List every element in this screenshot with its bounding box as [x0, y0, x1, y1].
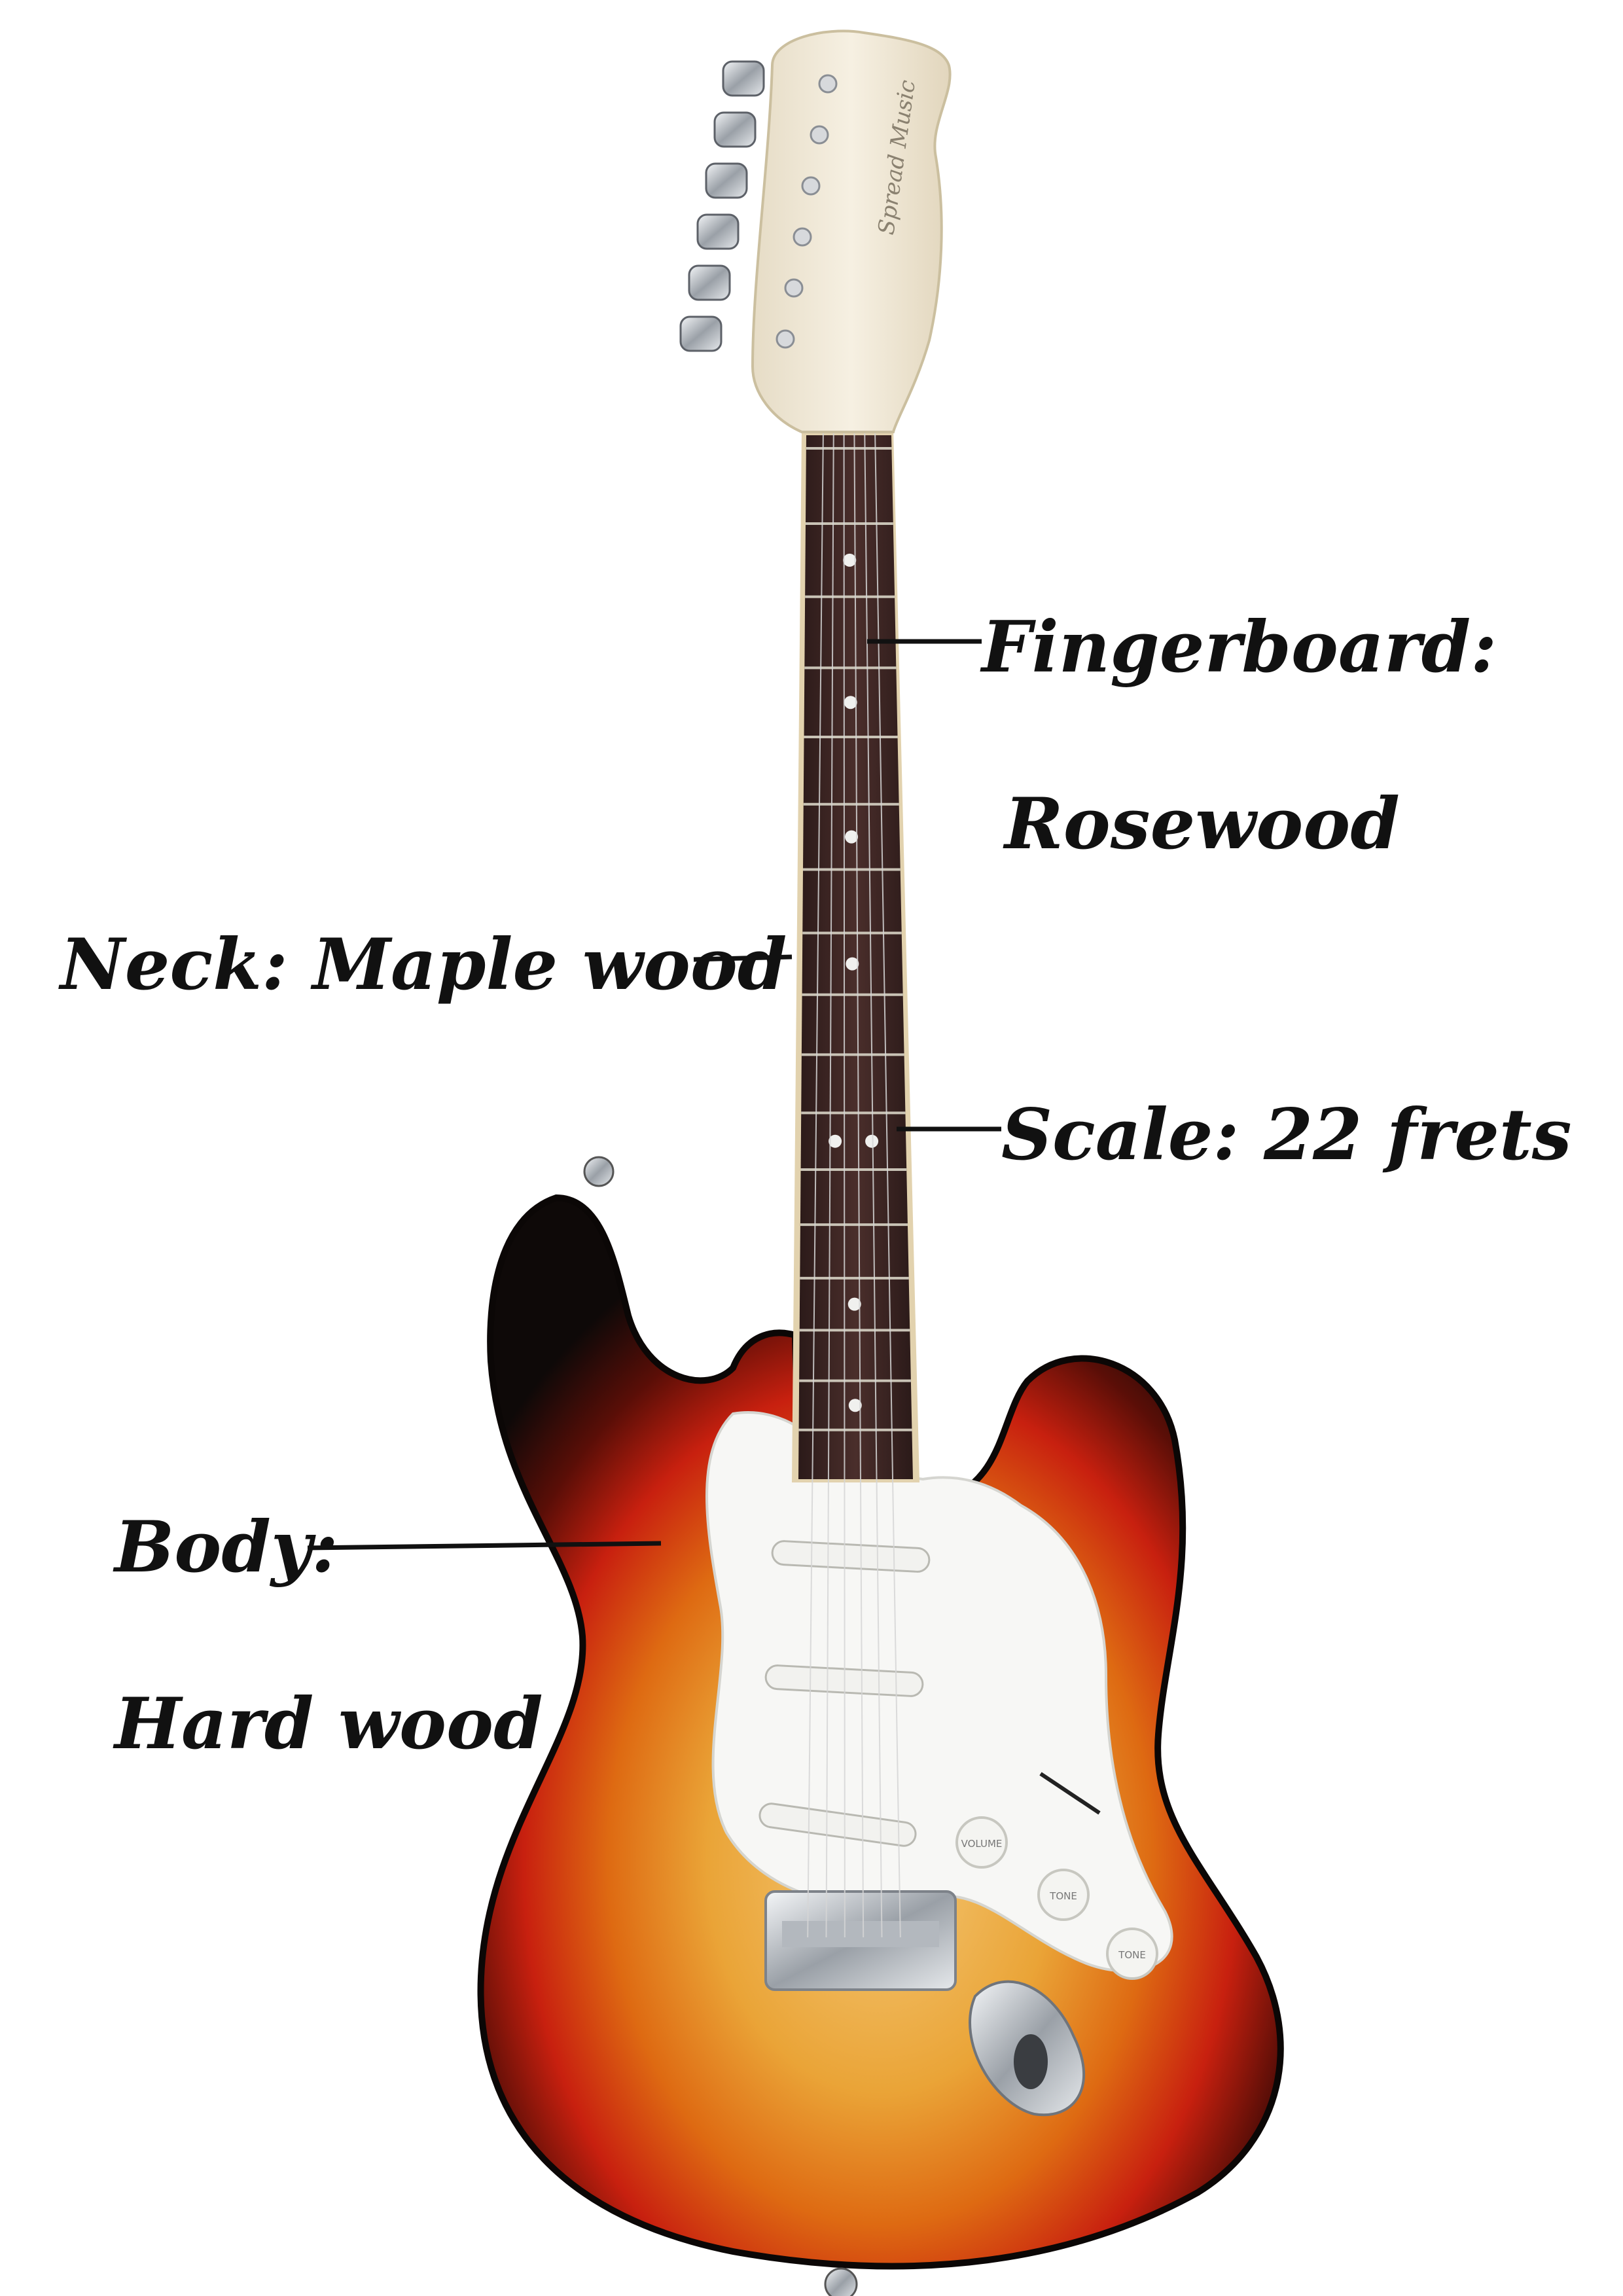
fret-inlay-dot [847, 1297, 861, 1311]
fret-inlay-dot [843, 553, 857, 567]
tuning-peg [713, 111, 757, 148]
fingerboard [798, 435, 913, 1479]
tuning-pegs [679, 60, 838, 352]
neck-label: Neck: Maple wood [60, 924, 787, 1006]
fret-inlay-dot [844, 696, 857, 709]
guitar-string [853, 431, 865, 1938]
guitar-string [807, 431, 824, 1938]
output-jack-plate [969, 1980, 1086, 2117]
fret-inlay-dot [865, 1134, 879, 1148]
guitar-string [843, 431, 846, 1938]
body-value: Hard wood [115, 1683, 543, 1765]
tone-knob-label: TONE [1049, 1890, 1077, 1902]
leader-lines [307, 639, 1001, 1551]
tuning-peg [688, 264, 731, 301]
tuning-peg [705, 162, 748, 199]
volume-knob-label: VOLUME [961, 1838, 1003, 1850]
tuner-bushing [810, 125, 829, 145]
scale-label: Scale: 22 frets [1001, 1094, 1572, 1176]
body-leader [307, 1541, 662, 1551]
tuner-bushing [784, 278, 804, 298]
headstock: Spread Music [679, 29, 952, 433]
guitar-string [825, 431, 834, 1938]
tuner-bushing [776, 329, 795, 349]
strap-buttons [583, 1156, 858, 2296]
guitar-string [864, 431, 883, 1938]
bridge [764, 1890, 957, 1991]
tuner-bushing [801, 176, 821, 196]
fingerboard-title: Fingerboard: [982, 606, 1497, 689]
fingerboard-value: Rosewood [1005, 783, 1400, 865]
tuning-peg [696, 213, 740, 250]
fret-inlay-dot [829, 1134, 842, 1148]
tuner-bushing [793, 227, 812, 247]
fret-inlay-dot [848, 1399, 862, 1412]
body-title: Body: [115, 1506, 338, 1588]
tone-knob-2-label: TONE [1118, 1949, 1146, 1961]
fret-inlay-dot [846, 957, 859, 971]
control-knobs: VOLUME TONE TONE [955, 1772, 1158, 1980]
tuning-peg [722, 60, 765, 97]
neck [792, 429, 919, 1938]
guitar-string [874, 431, 901, 1938]
tuning-peg [679, 315, 722, 352]
neck-leader [693, 954, 793, 962]
fret-inlay-dot [845, 830, 859, 844]
tuner-bushing [818, 74, 838, 94]
